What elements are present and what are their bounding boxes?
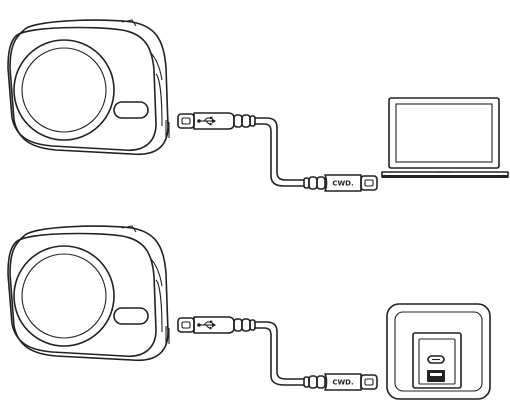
usb-c-plug-left xyxy=(177,316,256,334)
row-1: CWD. xyxy=(7,19,509,192)
usb-c-cable: CWD. xyxy=(177,112,378,192)
row-2: CWD. xyxy=(7,225,491,400)
wall-charger-icon xyxy=(386,303,491,400)
usb-logo-icon xyxy=(196,116,217,126)
usb-c-port xyxy=(427,355,445,364)
cable-wire xyxy=(254,117,305,181)
plug-brand-label: CWD. xyxy=(332,180,353,188)
usb-logo-icon xyxy=(196,320,217,330)
usb-c-cable: CWD. xyxy=(177,316,378,391)
cable-wire xyxy=(254,321,305,380)
plug-brand-label: CWD. xyxy=(332,379,353,387)
power-bank-device xyxy=(7,225,170,362)
power-bank-device xyxy=(7,19,170,156)
laptop-icon xyxy=(381,97,509,178)
usb-c-plug-left xyxy=(177,112,256,130)
